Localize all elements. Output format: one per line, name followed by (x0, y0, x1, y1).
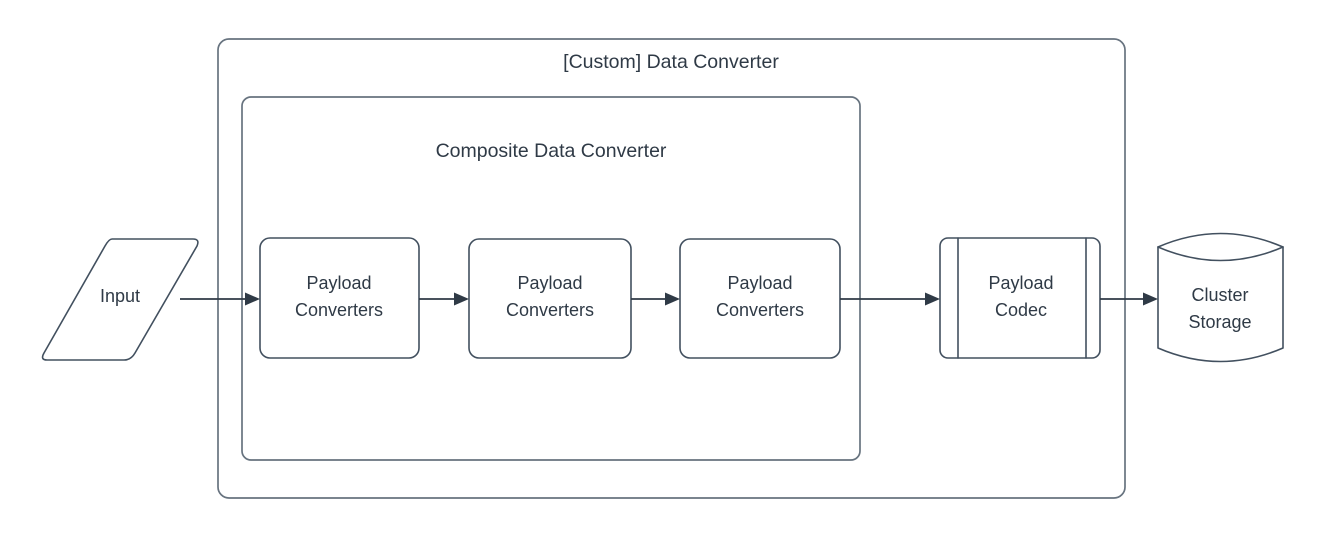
edge-payload-converters-1-to-2-arrowhead (454, 292, 469, 306)
edge-payload-converters-2-to-3-arrowhead (665, 292, 680, 306)
node-cluster-storage-shape[interactable] (1157, 232, 1284, 363)
node-payload-converters-2-label-line2: Converters (506, 300, 594, 320)
node-input-shape[interactable] (41, 238, 199, 361)
node-payload-converters-1-label-line2: Converters (295, 300, 383, 320)
container-composite-data-converter[interactable] (241, 96, 861, 461)
node-payload-converters-2-shape[interactable] (468, 238, 632, 359)
node-payload-codec-label-line2: Codec (995, 300, 1047, 320)
edge-payload-converters-3-to-payload-codec-arrowhead (925, 292, 940, 306)
node-cluster-storage-top-ellipse (1157, 246, 1284, 262)
node-input-label: Input (100, 286, 140, 306)
node-payload-converters-1-shape[interactable] (259, 237, 420, 359)
node-cluster-storage-label-line1: Cluster (1191, 285, 1248, 305)
edge-payload-codec-to-cluster-storage-arrowhead (1143, 292, 1158, 306)
node-payload-codec-shape[interactable] (939, 237, 1101, 359)
node-payload-codec-label-line1: Payload (988, 273, 1053, 293)
node-payload-converters-1-label-line1: Payload (306, 273, 371, 293)
container-custom-data-converter[interactable] (217, 38, 1126, 499)
edge-input-to-payload-converters-1-arrowhead (245, 292, 260, 306)
node-payload-converters-3-shape[interactable] (679, 238, 841, 359)
node-payload-converters-3-label-line1: Payload (727, 273, 792, 293)
node-payload-converters-2-label-line1: Payload (517, 273, 582, 293)
container-custom-data-converter-label: [Custom] Data Converter (563, 51, 779, 73)
node-cluster-storage-label-line2: Storage (1188, 312, 1251, 332)
container-composite-data-converter-label: Composite Data Converter (436, 140, 667, 162)
node-payload-converters-3-label-line2: Converters (716, 300, 804, 320)
